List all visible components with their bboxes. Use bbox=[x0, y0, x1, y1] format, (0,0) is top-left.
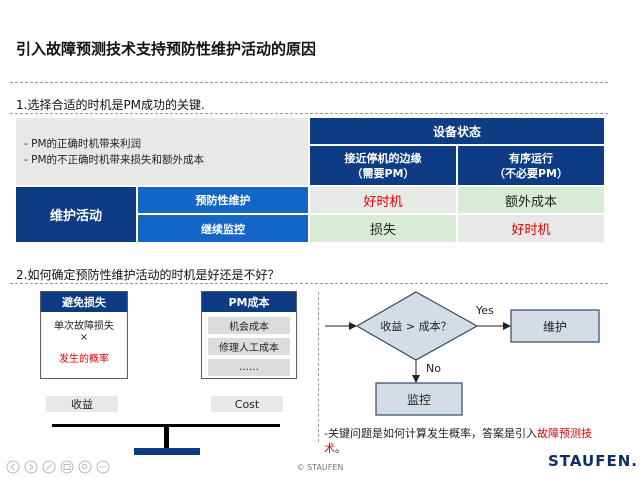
pm-cost-item: 机会成本 bbox=[208, 317, 290, 334]
avoid-loss-title: 避免损失 bbox=[41, 292, 127, 312]
vertical-divider bbox=[318, 292, 319, 442]
avoid-loss-box: 避免损失 单次故障损失 × 发生的概率 bbox=[40, 291, 128, 379]
cell-good-timing: 好时机 bbox=[310, 187, 456, 213]
pm-cost-item: …… bbox=[208, 359, 290, 376]
decision-text: 收益 > 成本？ bbox=[380, 320, 452, 333]
copyright: © STAUFEN bbox=[296, 463, 344, 472]
section2-heading: 2.如何确定预防性维护活动的时机是好还是不好？ bbox=[16, 268, 280, 282]
page-title: 引入故障预测技术支持预防性维护活动的原因 bbox=[16, 40, 317, 58]
section1-heading: 1.选择合适的时机是PM成功的关键. bbox=[16, 98, 205, 112]
cell-good-timing: 好时机 bbox=[458, 215, 604, 242]
pm-cost-title: PM成本 bbox=[202, 292, 296, 312]
times-symbol: × bbox=[79, 332, 89, 343]
pm-cost-box: PM成本 机会成本 修理人工成本 …… bbox=[201, 291, 297, 379]
key-note-text: 。 bbox=[335, 442, 346, 455]
revenue-label: 收益 bbox=[46, 396, 118, 412]
divider bbox=[10, 283, 608, 284]
col-header-near-stop: 接近停机的边缘 （需要PM） bbox=[310, 146, 456, 185]
equip-state-header: 设备状态 bbox=[310, 118, 604, 144]
note-line: - PM的正确时机带来利润 bbox=[24, 137, 142, 150]
previous-icon[interactable] bbox=[6, 460, 20, 474]
cost-label: Cost bbox=[211, 396, 283, 412]
balance-scale bbox=[52, 424, 280, 455]
cell-loss: 损失 bbox=[310, 215, 456, 242]
zoom-icon[interactable] bbox=[78, 460, 92, 474]
pm-cost-item: 修理人工成本 bbox=[208, 338, 290, 355]
col-header-line: （需要PM） bbox=[351, 166, 415, 180]
slide-controls bbox=[6, 460, 110, 474]
maintain-label: 维护 bbox=[542, 320, 567, 334]
avoid-loss-line1: 单次故障损失 bbox=[54, 321, 114, 332]
col-header-line: （不必要PM） bbox=[493, 166, 568, 180]
key-note: -关键问题是如何计算发生概率，答案是引入故障预测技术。 bbox=[324, 426, 624, 456]
monitor-box bbox=[375, 382, 463, 416]
row-label-preventive: 预防性维护 bbox=[138, 187, 308, 213]
decision-flowchart bbox=[325, 291, 600, 416]
notes-cell: - PM的正确时机带来利润 - PM的不正确时机带来损失和额外成本 bbox=[16, 118, 308, 185]
divider bbox=[10, 82, 608, 83]
more-icon[interactable] bbox=[96, 460, 110, 474]
key-note-highlight: 术 bbox=[324, 442, 335, 455]
col-header-orderly: 有序运行 （不必要PM） bbox=[458, 146, 604, 185]
divider bbox=[10, 113, 608, 114]
col-header-line: 接近停机的边缘 bbox=[344, 151, 422, 165]
monitor-label: 监控 bbox=[406, 393, 431, 407]
row-label-monitor: 继续监控 bbox=[138, 215, 308, 242]
row-group-maintenance: 维护活动 bbox=[16, 187, 136, 242]
pen-icon[interactable] bbox=[42, 460, 56, 474]
key-note-text: -关键问题是如何计算发生概率，答案是引入 bbox=[324, 427, 537, 440]
balance-base bbox=[134, 448, 200, 455]
yes-label: Yes bbox=[476, 304, 494, 317]
next-icon[interactable] bbox=[24, 460, 38, 474]
staufen-logo: STAUFEN. bbox=[548, 452, 638, 470]
key-note-highlight: 故障预测技 bbox=[536, 427, 592, 440]
balance-post bbox=[164, 425, 169, 448]
slides-icon[interactable] bbox=[60, 460, 74, 474]
maintain-box bbox=[510, 309, 600, 343]
col-header-line: 有序运行 bbox=[509, 151, 553, 165]
note-line: - PM的不正确时机带来损失和额外成本 bbox=[24, 153, 205, 166]
no-label: No bbox=[426, 362, 441, 375]
probability-label: 发生的概率 bbox=[59, 354, 109, 365]
cell-extra-cost: 额外成本 bbox=[458, 187, 604, 213]
